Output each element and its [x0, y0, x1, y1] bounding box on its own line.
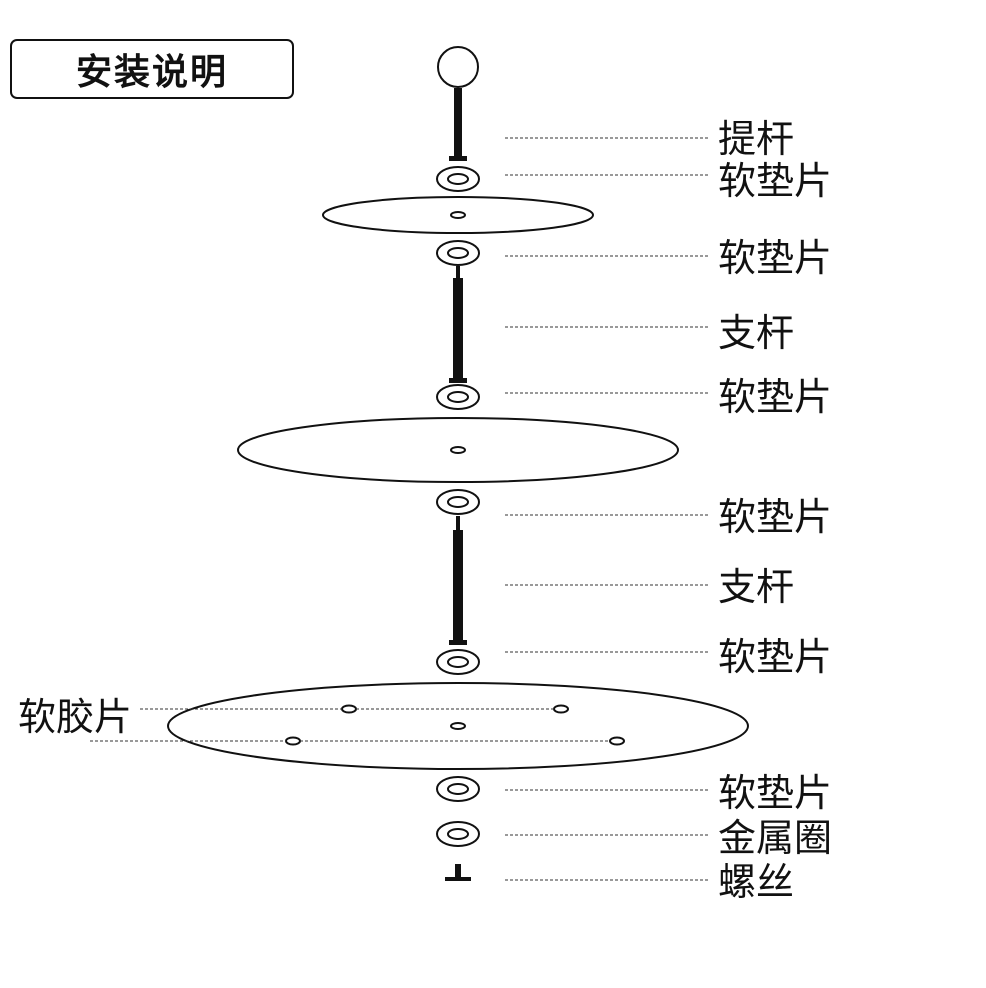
- label-pad-5: 软垫片: [718, 635, 832, 679]
- pad-1-drawing: [436, 166, 480, 192]
- pad-3-drawing: [436, 384, 480, 410]
- knob-ball: [437, 46, 479, 88]
- bottom-plate: [167, 682, 749, 770]
- label-pad-1: 软垫片: [718, 159, 832, 203]
- pad-6-drawing: [436, 776, 480, 802]
- label-rubber-pad: 软胶片: [18, 695, 132, 739]
- label-support-rod-2: 支杆: [718, 565, 794, 609]
- lift-rod-drawing: [437, 46, 479, 161]
- support-rod-1-drawing: [449, 266, 467, 383]
- pad-4-drawing: [436, 489, 480, 515]
- lift-rod-base: [449, 156, 467, 161]
- label-screw: 螺丝: [718, 860, 794, 904]
- pad-2-drawing: [436, 240, 480, 266]
- lift-rod-shaft: [454, 88, 462, 156]
- label-metal-ring: 金属圈: [718, 816, 832, 860]
- screw-drawing: [445, 864, 471, 881]
- label-support-rod-1: 支杆: [718, 311, 794, 355]
- middle-plate: [237, 417, 679, 483]
- label-pad-2: 软垫片: [718, 236, 832, 280]
- support-rod-2-drawing: [449, 516, 467, 645]
- label-pad-3: 软垫片: [718, 375, 832, 419]
- rubber-pad-drawing: [285, 704, 625, 746]
- top-plate: [322, 196, 594, 234]
- label-pad-4: 软垫片: [718, 495, 832, 539]
- pad-5-drawing: [436, 649, 480, 675]
- label-lift-rod: 提杆: [718, 117, 794, 161]
- title-box: 安装说明: [10, 39, 294, 99]
- metal-ring-drawing: [436, 821, 480, 847]
- leader-lines: [90, 137, 710, 881]
- label-pad-6: 软垫片: [718, 771, 832, 815]
